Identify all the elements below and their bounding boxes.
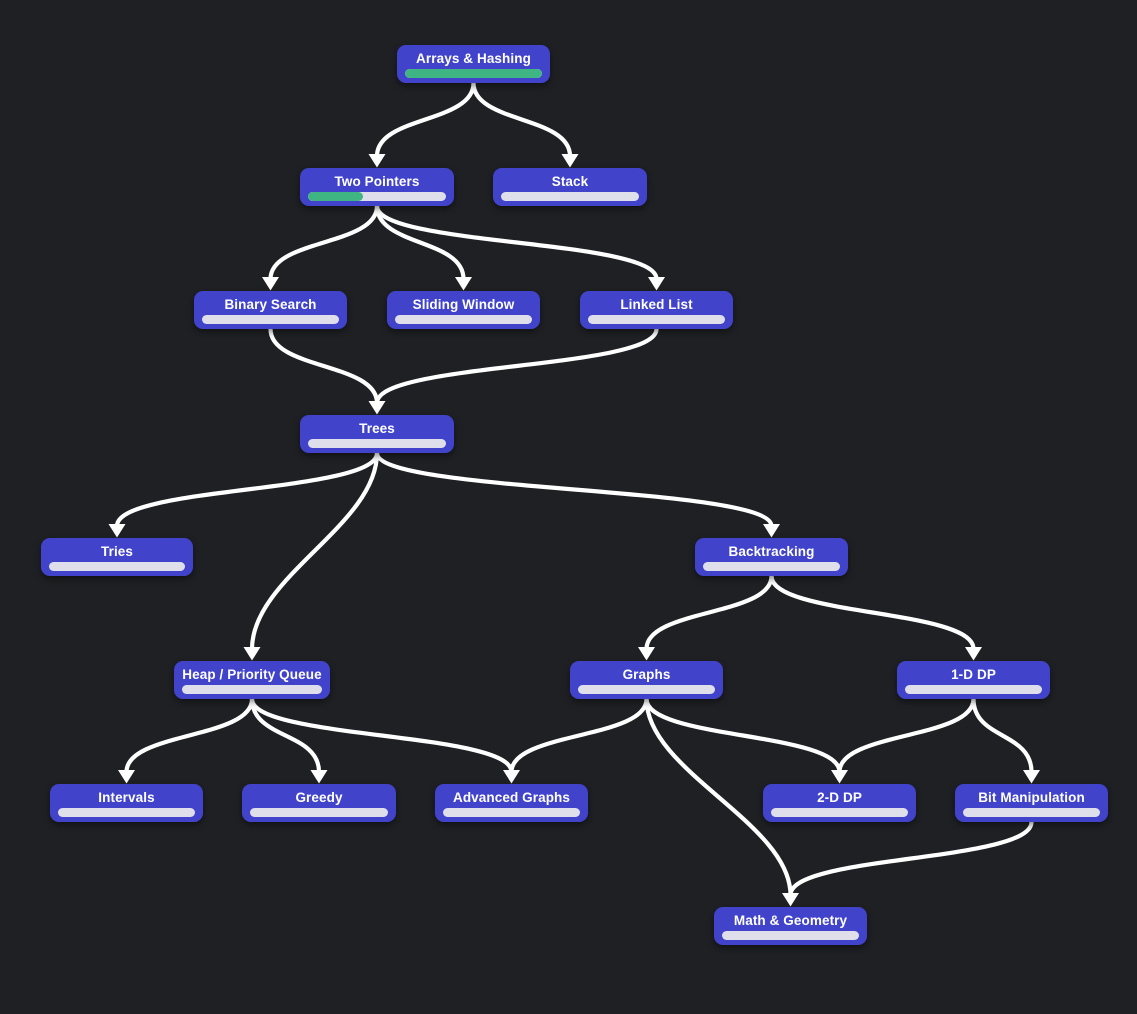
arrowhead-two-d-dp bbox=[831, 770, 848, 784]
arrowhead-sliding-window bbox=[455, 277, 472, 291]
edge-bit-manipulation-to-math-geometry bbox=[788, 819, 1034, 898]
node-stack[interactable]: Stack bbox=[493, 168, 647, 206]
node-heap-priority-queue[interactable]: Heap / Priority Queue bbox=[174, 661, 330, 699]
node-label: 2-D DP bbox=[817, 790, 862, 805]
edge-backtracking-to-one-d-dp bbox=[769, 573, 976, 652]
node-label: Arrays & Hashing bbox=[416, 51, 531, 66]
node-label: Tries bbox=[100, 544, 134, 559]
node-label: Two Pointers bbox=[334, 174, 420, 189]
node-arrays-hashing[interactable]: Arrays & Hashing bbox=[397, 45, 550, 83]
progress-track bbox=[722, 931, 859, 940]
edge-one-d-dp-to-bit-manipulation bbox=[971, 696, 1034, 775]
node-advanced-graphs[interactable]: Advanced Graphs bbox=[435, 784, 588, 822]
node-backtracking[interactable]: Backtracking bbox=[695, 538, 848, 576]
edge-graphs-to-math-geometry bbox=[644, 696, 793, 898]
arrowhead-backtracking bbox=[763, 524, 780, 538]
edge-backtracking-to-graphs bbox=[644, 573, 774, 652]
progress-track bbox=[58, 808, 195, 817]
edge-trees-to-tries bbox=[114, 450, 380, 529]
node-label: Math & Geometry bbox=[733, 913, 848, 928]
edge-binary-search-to-trees bbox=[268, 326, 380, 406]
node-tries[interactable]: Tries bbox=[41, 538, 193, 576]
edge-heap-priority-queue-to-advanced-graphs bbox=[249, 696, 514, 775]
node-label: Heap / Priority Queue bbox=[182, 667, 322, 682]
arrowhead-one-d-dp bbox=[965, 647, 982, 661]
arrowhead-heap-priority-queue bbox=[243, 647, 261, 661]
edge-two-pointers-to-binary-search bbox=[268, 203, 380, 282]
edge-heap-priority-queue-to-greedy bbox=[249, 696, 322, 775]
arrowhead-linked-list bbox=[648, 277, 665, 291]
arrowhead-intervals bbox=[118, 770, 135, 784]
progress-track bbox=[395, 315, 532, 324]
node-label: Sliding Window bbox=[412, 297, 515, 312]
progress-track bbox=[588, 315, 725, 324]
node-label: Stack bbox=[551, 174, 589, 189]
node-label: Linked List bbox=[620, 297, 693, 312]
arrowhead-greedy bbox=[310, 770, 328, 784]
edge-heap-priority-queue-to-intervals bbox=[124, 696, 255, 775]
node-label: 1-D DP bbox=[951, 667, 996, 682]
arrowhead-stack bbox=[561, 154, 579, 168]
node-trees[interactable]: Trees bbox=[300, 415, 454, 453]
progress-track bbox=[250, 808, 388, 817]
node-math-geometry[interactable]: Math & Geometry bbox=[714, 907, 867, 945]
progress-track bbox=[405, 69, 542, 78]
node-sliding-window[interactable]: Sliding Window bbox=[387, 291, 540, 329]
node-label: Trees bbox=[359, 421, 395, 436]
arrowhead-graphs bbox=[638, 647, 655, 661]
progress-track bbox=[308, 439, 446, 448]
progress-track bbox=[501, 192, 639, 201]
node-label: Advanced Graphs bbox=[452, 790, 571, 805]
progress-track bbox=[49, 562, 185, 571]
node-label: Bit Manipulation bbox=[978, 790, 1085, 805]
node-label: Intervals bbox=[98, 790, 155, 805]
arrowhead-tries bbox=[108, 524, 126, 538]
progress-track bbox=[703, 562, 840, 571]
edge-arrays-hashing-to-two-pointers bbox=[374, 80, 476, 159]
node-two-pointers[interactable]: Two Pointers bbox=[300, 168, 454, 206]
edge-two-pointers-to-linked-list bbox=[374, 203, 659, 282]
arrowhead-binary-search bbox=[262, 277, 279, 291]
progress-track bbox=[771, 808, 908, 817]
progress-track bbox=[182, 685, 322, 694]
node-graphs[interactable]: Graphs bbox=[570, 661, 723, 699]
arrowhead-two-pointers bbox=[368, 154, 386, 168]
node-bit-manipulation[interactable]: Bit Manipulation bbox=[955, 784, 1108, 822]
arrowhead-bit-manipulation bbox=[1023, 770, 1040, 784]
edge-graphs-to-advanced-graphs bbox=[509, 696, 649, 775]
edge-one-d-dp-to-two-d-dp bbox=[837, 696, 976, 775]
node-label: Graphs bbox=[622, 667, 671, 682]
edge-two-pointers-to-sliding-window bbox=[374, 203, 466, 282]
arrowhead-math-geometry bbox=[782, 893, 799, 907]
arrowhead-advanced-graphs bbox=[503, 770, 520, 784]
progress-track bbox=[578, 685, 715, 694]
node-label: Binary Search bbox=[224, 297, 317, 312]
progress-track bbox=[202, 315, 339, 324]
edge-trees-to-heap-priority-queue bbox=[249, 450, 380, 652]
node-label: Greedy bbox=[295, 790, 343, 805]
node-two-d-dp[interactable]: 2-D DP bbox=[763, 784, 916, 822]
node-one-d-dp[interactable]: 1-D DP bbox=[897, 661, 1050, 699]
progress-fill bbox=[405, 69, 542, 78]
node-greedy[interactable]: Greedy bbox=[242, 784, 396, 822]
node-intervals[interactable]: Intervals bbox=[50, 784, 203, 822]
edge-graphs-to-two-d-dp bbox=[644, 696, 842, 775]
node-linked-list[interactable]: Linked List bbox=[580, 291, 733, 329]
progress-track bbox=[963, 808, 1100, 817]
progress-fill bbox=[308, 192, 364, 201]
arrowhead-trees bbox=[368, 401, 386, 415]
progress-track bbox=[443, 808, 580, 817]
node-label: Backtracking bbox=[728, 544, 815, 559]
edge-arrays-hashing-to-stack bbox=[471, 80, 573, 159]
node-binary-search[interactable]: Binary Search bbox=[194, 291, 347, 329]
progress-track bbox=[905, 685, 1042, 694]
progress-track bbox=[308, 192, 446, 201]
edge-linked-list-to-trees bbox=[374, 326, 659, 406]
edge-trees-to-backtracking bbox=[374, 450, 774, 529]
